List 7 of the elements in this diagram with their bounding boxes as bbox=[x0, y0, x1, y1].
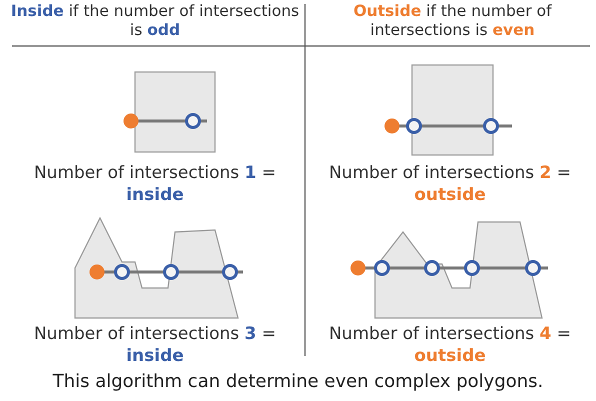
column-heading: Outside if the number of intersections is even bbox=[352, 2, 553, 41]
result-text: Number of intersections 1 = inside bbox=[32, 162, 278, 206]
result-text: Number of intersections 2 = outside bbox=[328, 162, 572, 206]
caption: This algorithm can determine even complex polygons. bbox=[52, 370, 544, 394]
result-text: Number of intersections 3 = inside bbox=[32, 323, 278, 368]
result-text: Number of intersections 4 = outside bbox=[328, 323, 572, 368]
column-heading: Inside if the number of intersections is odd bbox=[10, 2, 300, 41]
